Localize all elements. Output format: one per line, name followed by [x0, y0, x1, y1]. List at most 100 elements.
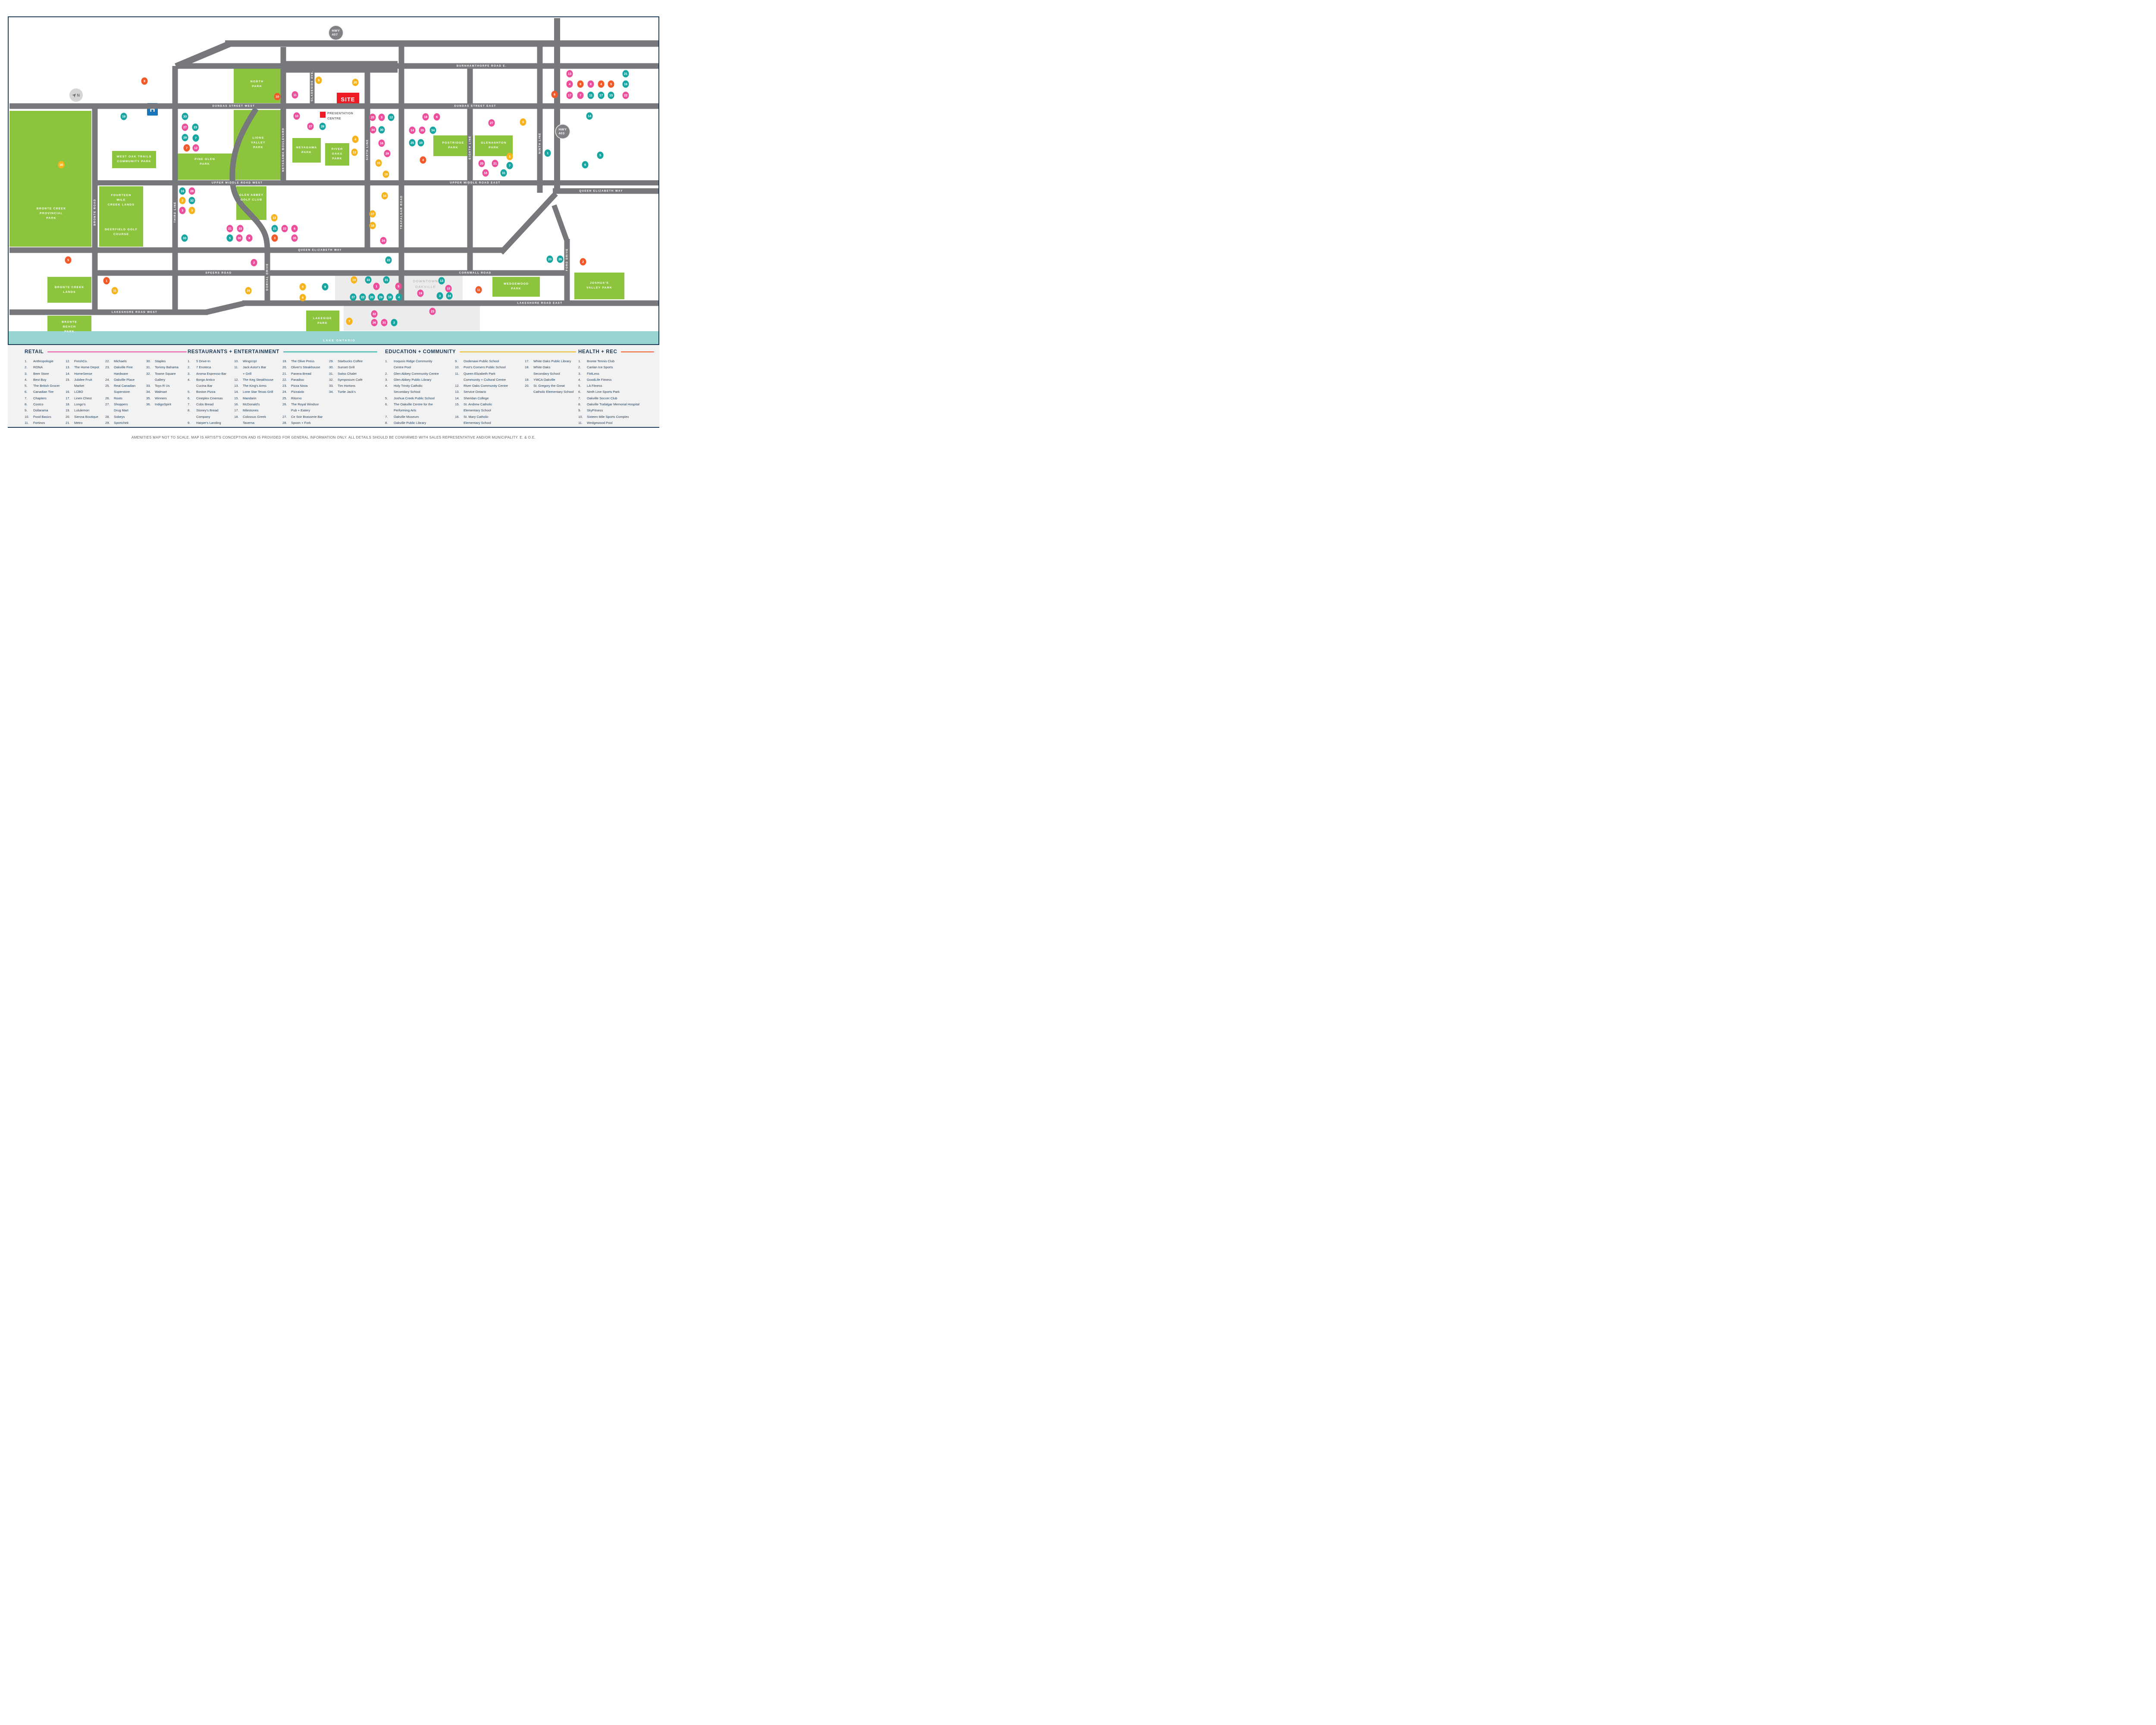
legend-item: 17.Linen Chest: [66, 395, 99, 401]
park-label-fourteen-mile-creek-lands: FOURTEEN MILE CREEK LANDS: [107, 194, 135, 207]
legend-item-label: Beer Store: [33, 371, 49, 376]
legend-item-label: Fortinos: [33, 420, 45, 425]
legend-item-number: 21.: [282, 371, 287, 376]
park-neyagawa-park: [292, 138, 321, 163]
site-label: SITE: [341, 96, 355, 103]
legend-item: 32.Symposium Café: [329, 377, 363, 383]
legend-item-number: 35.: [146, 396, 151, 400]
marker-retail-31: 31: [381, 319, 388, 326]
legend-item-number: 27.: [105, 402, 110, 407]
marker-education-5: 5: [520, 118, 526, 126]
legend-item-label: Roots: [114, 396, 122, 400]
marker-health-5: 5: [608, 80, 614, 88]
marker-restaurants-33: 33: [181, 234, 188, 242]
legend-item-label: Sobeys: [114, 414, 125, 419]
legend-item-label: Ritorno: [291, 396, 302, 400]
compass-letter: N: [77, 93, 80, 97]
marker-retail-26: 26: [371, 319, 378, 326]
marker-restaurants-13: 13: [438, 277, 445, 285]
legend-item: 21.Metro: [66, 420, 99, 426]
legend-item-label: Aroma Espresso Bar: [196, 371, 227, 376]
marker-restaurants-18: 18: [386, 293, 393, 301]
marker-education-17: 17: [369, 210, 376, 218]
park-joshuas-valley-park: [574, 273, 624, 299]
legend-item-label: Symposium Café: [338, 377, 363, 382]
legend-item-label: Starbucks Coffee: [338, 359, 363, 363]
legend-item-number: 19.: [282, 359, 287, 363]
legend-item: 14.Sheridan College: [455, 395, 508, 401]
marker-health-10: 10: [274, 93, 281, 100]
park-lions-valley-park: [234, 110, 283, 180]
park-label-lions-valley-park: LIONS VALLEY PARK: [251, 136, 266, 149]
road-dorval-creek: [229, 107, 270, 303]
legend-item: 15.Jubilee Fruit Market: [66, 377, 99, 389]
legend-item-label: The British Grocer: [33, 384, 60, 388]
marker-retail-21: 21: [226, 225, 233, 232]
marker-retail-18: 18: [422, 113, 429, 121]
marker-restaurants-23: 23: [192, 123, 199, 131]
legend-item-label: 5 Drive-In: [196, 359, 210, 363]
legend-item-label: Dollarama: [33, 408, 48, 413]
legend-item-label: Jack Astor's Bar + Grill: [243, 365, 266, 376]
legend-item: 13.Service Ontario: [455, 389, 508, 395]
marker-restaurants-26: 26: [557, 255, 564, 263]
legend-item-number: 3.: [188, 371, 191, 376]
legend-item-number: 10.: [234, 359, 239, 363]
legend-item-label: Pizza Nova: [291, 384, 308, 388]
legend-item-number: 6.: [385, 402, 388, 407]
park-label-joshuas-valley-park: JOSHUA'S VALLEY PARK: [586, 282, 613, 289]
legend-item-number: 6.: [188, 396, 191, 400]
road-label-dorval-drive: DORVAL DRIVE: [266, 263, 269, 291]
marker-restaurants-7: 7: [192, 134, 199, 142]
legend-item-number: 8.: [385, 420, 388, 425]
legend-item-number: 16.: [234, 402, 239, 407]
legend-item-label: Bronte Tennis Club: [587, 359, 615, 363]
legend-item-number: 4.: [385, 384, 388, 388]
legend-item-label: Sixteen Mile Sports Complex: [587, 414, 629, 419]
marker-restaurants-17: 17: [598, 91, 605, 99]
legend-item-number: 3.: [578, 371, 581, 376]
legend-item: 20.Sienna Boutique: [66, 414, 99, 420]
park-label-neyagawa-park: NEYAGAWA PARK: [296, 146, 317, 154]
road-label-lakeshore-road-west: LAKESHORE ROAD WEST: [111, 310, 158, 314]
legend-item-number: 1.: [578, 359, 581, 363]
marker-retail-35: 35: [419, 126, 426, 134]
legend-item-label: Spoon + Fork: [291, 420, 311, 425]
road-network: [9, 18, 658, 315]
road-label-sixth-line: SIXTH LINE: [366, 139, 369, 160]
legend-item: 10.Food Basics: [25, 414, 60, 420]
legend-item-number: 29.: [329, 359, 334, 363]
legend-item-label: Oakville Place: [114, 377, 135, 382]
legend-item-label: YMCA Oakville: [533, 377, 555, 382]
road-label-cornwall-road: CORNWALL ROAD: [459, 271, 492, 275]
legend-item: 4.Holy Trinity Catholic Secondary School: [385, 383, 439, 395]
marker-health-4: 4: [598, 80, 605, 88]
marker-health-4: 4: [420, 156, 426, 164]
legend-item: 34.Walmart: [146, 389, 179, 395]
legend-item: 3.Beer Store: [25, 371, 60, 377]
legend-item-label: Longo's: [74, 402, 86, 407]
legend-item: 23.Oakville Fine Hardware: [105, 364, 135, 377]
legend-item-number: 2.: [578, 365, 581, 370]
legend-item-number: 4.: [188, 377, 191, 382]
marker-education-1: 1: [506, 153, 513, 160]
legend-item-label: Linen Chest: [74, 396, 92, 400]
legend-item: 17.Milestones: [234, 408, 273, 414]
road-label-speers-road: SPEERS ROAD: [205, 271, 232, 275]
legend-item-number: 36.: [146, 402, 151, 407]
legend-item: 9.Dollarama: [25, 408, 60, 414]
road-label-third-line: THIRD LINE: [173, 201, 177, 223]
park-label-bronte-creek-provincial-park: BRONTE CREEK PROVINCIAL PARK: [36, 207, 66, 220]
legend-item-label: Pizzaiolo: [291, 390, 304, 394]
marker-restaurants-2: 2: [391, 319, 398, 326]
legend-item-number: 17.: [525, 359, 530, 363]
legend-item-number: 11.: [578, 420, 583, 425]
marker-retail-17: 17: [566, 91, 573, 99]
legend-item-number: 2.: [385, 371, 388, 376]
legend-item-label: The King's Arms: [243, 384, 267, 388]
park-label-wedgewood-park: WEDGEWOOD PARK: [503, 282, 529, 290]
park-bronte-creek-provincial-park: [9, 111, 91, 247]
